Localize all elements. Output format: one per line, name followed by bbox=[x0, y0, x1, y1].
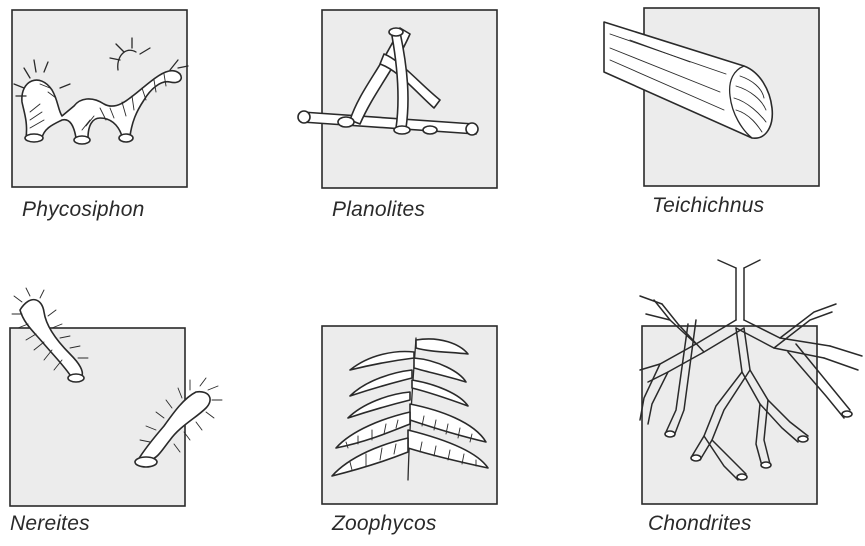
sediment-block bbox=[642, 326, 817, 504]
label-chondrites: Chondrites bbox=[648, 512, 752, 536]
panel-nereites: Nereites bbox=[0, 280, 280, 546]
zoophycos-illustration bbox=[290, 280, 520, 546]
chondrites-illustration bbox=[600, 260, 865, 546]
panel-zoophycos: Zoophycos bbox=[290, 280, 520, 546]
panel-chondrites: Chondrites bbox=[600, 260, 865, 546]
panel-phycosiphon: Phycosiphon bbox=[0, 0, 280, 260]
nereites-illustration bbox=[0, 280, 280, 546]
label-teichichnus: Teichichnus bbox=[652, 194, 764, 218]
teichichnus-illustration bbox=[600, 0, 865, 260]
panel-planolites: Planolites bbox=[290, 0, 520, 260]
label-zoophycos: Zoophycos bbox=[332, 512, 437, 536]
label-phycosiphon: Phycosiphon bbox=[22, 198, 144, 222]
panel-teichichnus: Teichichnus bbox=[600, 0, 865, 260]
label-nereites: Nereites bbox=[10, 512, 90, 536]
sediment-block bbox=[10, 328, 185, 506]
label-planolites: Planolites bbox=[332, 198, 425, 222]
